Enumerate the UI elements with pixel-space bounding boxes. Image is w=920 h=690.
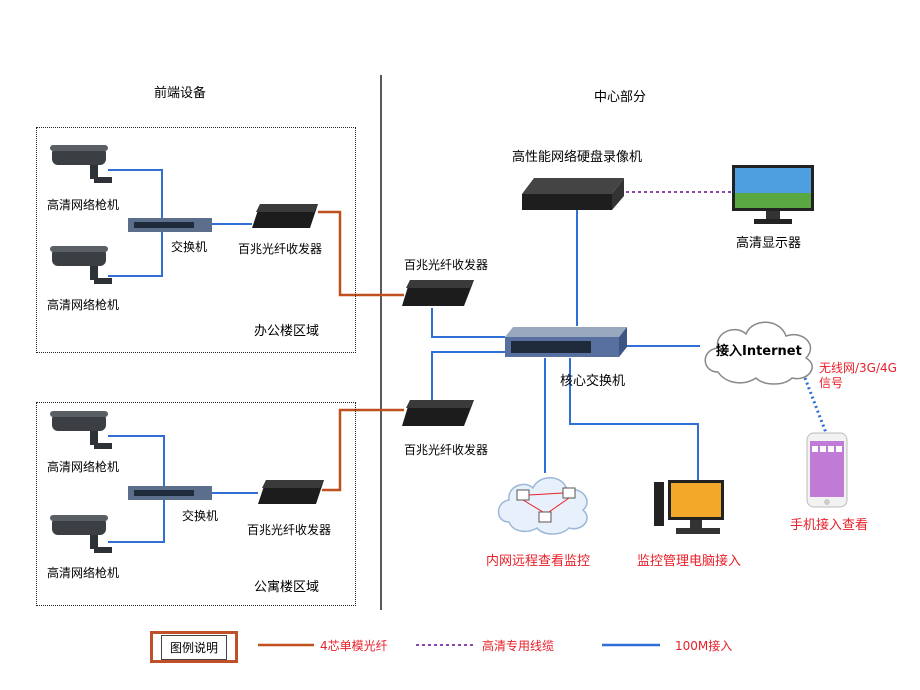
pc-access-label: 监控管理电脑接入 xyxy=(637,554,742,569)
legend-access-label: 100M接入 xyxy=(675,639,733,653)
monitor-icon xyxy=(732,165,814,224)
camera-icon xyxy=(50,145,112,183)
fiber-transceiver-icon xyxy=(402,400,474,426)
fiber-transceiver-icon xyxy=(402,280,474,306)
core-switch-icon xyxy=(505,327,627,357)
wireless-label-line2: 信号 xyxy=(819,376,844,390)
camera-label: 高清网络枪机 xyxy=(47,566,120,580)
transceiver-label: 百兆光纤收发器 xyxy=(404,443,489,457)
legend-hd-cable-label: 高清专用线缆 xyxy=(482,639,555,653)
monitor-label: 高清显示器 xyxy=(736,236,802,251)
legend-fiber-swatch xyxy=(258,643,314,647)
internet-label: 接入Internet xyxy=(716,344,802,359)
fiber-transceiver-icon xyxy=(258,480,324,504)
switch-icon xyxy=(128,218,212,232)
nvr-icon xyxy=(522,178,624,210)
legend-title: 图例说明 xyxy=(160,634,227,660)
transceiver-label: 百兆光纤收发器 xyxy=(404,258,489,272)
camera-label: 高清网络枪机 xyxy=(47,198,120,212)
camera-icon xyxy=(50,515,112,553)
switch-label: 交换机 xyxy=(182,509,219,523)
legend-access-swatch xyxy=(602,643,660,647)
transceiver-label: 百兆光纤收发器 xyxy=(238,242,323,256)
phone-icon xyxy=(806,432,848,508)
camera-label: 高清网络枪机 xyxy=(47,460,120,474)
nvr-label: 高性能网络硬盘录像机 xyxy=(512,150,643,165)
core-switch-label: 核心交换机 xyxy=(560,374,626,389)
office-zone-label: 办公楼区域 xyxy=(254,324,320,339)
legend-fiber-label: 4芯单模光纤 xyxy=(320,639,388,653)
camera-icon xyxy=(50,411,112,449)
apartment-zone-label: 公寓楼区域 xyxy=(254,580,320,595)
legend-hd-cable-swatch xyxy=(416,644,474,646)
switch-label: 交换机 xyxy=(171,240,208,254)
wireless-label: 无线网/3G/4G xyxy=(819,361,897,375)
center-section-title: 中心部分 xyxy=(594,90,647,105)
office-zone xyxy=(36,127,356,353)
front-section-title: 前端设备 xyxy=(154,86,207,101)
cloud-icon xyxy=(704,321,813,385)
lan-remote-label: 内网远程查看监控 xyxy=(486,554,591,569)
mobile-access-label: 手机接入查看 xyxy=(790,518,869,533)
fiber-transceiver-icon xyxy=(252,204,318,228)
camera-label: 高清网络枪机 xyxy=(47,298,120,312)
switch-icon xyxy=(128,486,212,500)
transceiver-label: 百兆光纤收发器 xyxy=(247,523,332,537)
pc-icon xyxy=(654,480,724,534)
legend-title-box: 图例说明 xyxy=(150,631,238,663)
lan-cloud-icon xyxy=(497,477,588,535)
apartment-zone xyxy=(36,402,356,606)
camera-icon xyxy=(50,246,112,284)
